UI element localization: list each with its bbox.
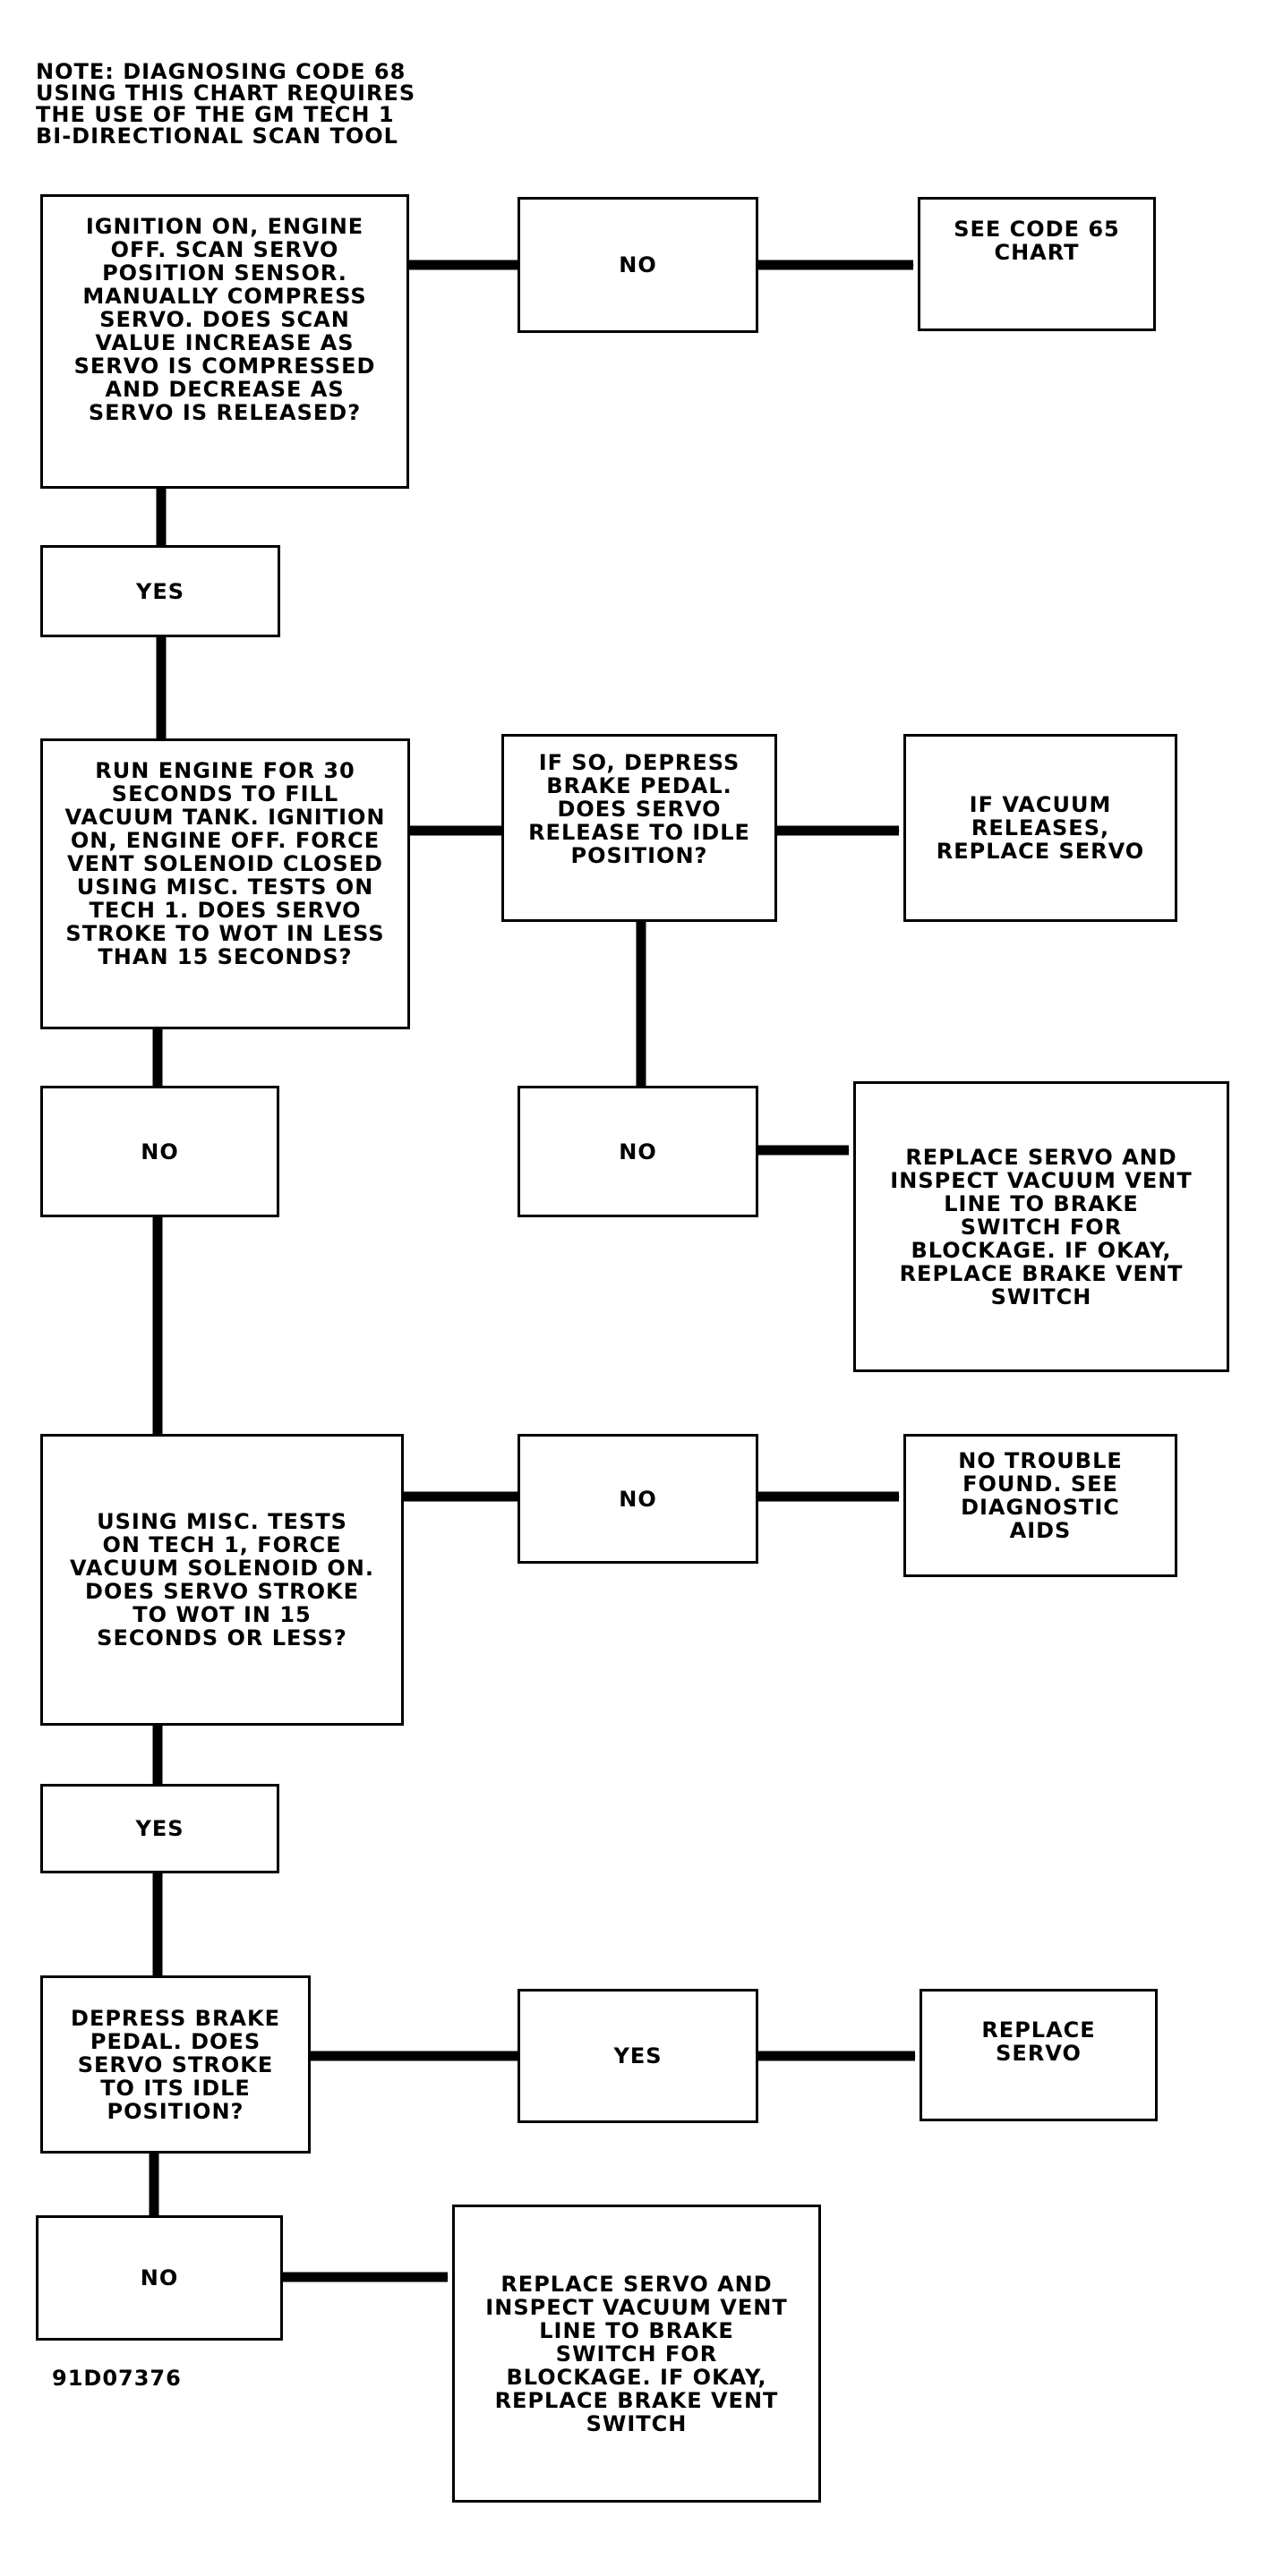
step3-no-box: NO [518, 1434, 758, 1564]
note-text: NOTE: DIAGNOSING CODE 68 USING THIS CHAR… [36, 59, 416, 149]
figure-id: 91D07376 [52, 2366, 182, 2391]
step4-yes-action-box: REPLACE SERVO [920, 1989, 1158, 2121]
step3-yes-label: YES [135, 1816, 184, 1841]
step1-no-label: NO [619, 252, 657, 277]
step1-no-action-box: SEE CODE 65 CHART [918, 197, 1156, 331]
step3-question-text: USING MISC. TESTS ON TECH 1, FORCE VACUU… [69, 1509, 375, 1651]
step2-no-label: NO [141, 1139, 179, 1164]
step4-yes-label: YES [613, 2043, 663, 2068]
step2-question-box: RUN ENGINE FOR 30 SECONDS TO FILL VACUUM… [40, 738, 410, 1029]
step2-yes-action-box: IF VACUUM RELEASES, REPLACE SERVO [903, 734, 1177, 922]
step1-question-text: IGNITION ON, ENGINE OFF. SCAN SERVO POSI… [73, 214, 376, 425]
step4-question-text: DEPRESS BRAKE PEDAL. DOES SERVO STROKE T… [71, 2005, 280, 2124]
step1-yes-label: YES [135, 578, 185, 604]
step2b-no-action-text: REPLACE SERVO AND INSPECT VACUUM VENT LI… [890, 1144, 1193, 1309]
step1-no-box: NO [518, 197, 758, 333]
step3-no-action-text: NO TROUBLE FOUND. SEE DIAGNOSTIC AIDS [958, 1448, 1123, 1543]
step3-no-label: NO [619, 1486, 657, 1512]
step3-question-box: USING MISC. TESTS ON TECH 1, FORCE VACUU… [40, 1434, 404, 1726]
step4-no-action-box: REPLACE SERVO AND INSPECT VACUUM VENT LI… [452, 2205, 821, 2503]
step2-yes-question-box: IF SO, DEPRESS BRAKE PEDAL. DOES SERVO R… [501, 734, 777, 922]
step2-yes-question-text: IF SO, DEPRESS BRAKE PEDAL. DOES SERVO R… [528, 750, 750, 868]
step3-yes-box: YES [40, 1784, 279, 1873]
step1-question-box: IGNITION ON, ENGINE OFF. SCAN SERVO POSI… [40, 194, 409, 489]
step2b-no-action-box: REPLACE SERVO AND INSPECT VACUUM VENT LI… [853, 1081, 1229, 1372]
step1-no-action-text: SEE CODE 65 CHART [954, 217, 1120, 265]
step4-yes-action-text: REPLACE SERVO [981, 2017, 1096, 2066]
step2b-no-label: NO [619, 1139, 657, 1164]
step4-yes-box: YES [518, 1989, 758, 2123]
step2b-no-box: NO [518, 1086, 758, 1217]
step4-no-label: NO [140, 2265, 179, 2290]
step2-yes-action-text: IF VACUUM RELEASES, REPLACE SERVO [936, 792, 1145, 864]
step4-no-action-text: REPLACE SERVO AND INSPECT VACUUM VENT LI… [485, 2271, 788, 2436]
step4-question-box: DEPRESS BRAKE PEDAL. DOES SERVO STROKE T… [40, 1975, 311, 2154]
step2-no-box: NO [40, 1086, 279, 1217]
step3-no-action-box: NO TROUBLE FOUND. SEE DIAGNOSTIC AIDS [903, 1434, 1177, 1577]
step1-yes-box: YES [40, 545, 280, 637]
step4-no-box: NO [36, 2215, 283, 2341]
step2-question-text: RUN ENGINE FOR 30 SECONDS TO FILL VACUUM… [64, 758, 386, 969]
